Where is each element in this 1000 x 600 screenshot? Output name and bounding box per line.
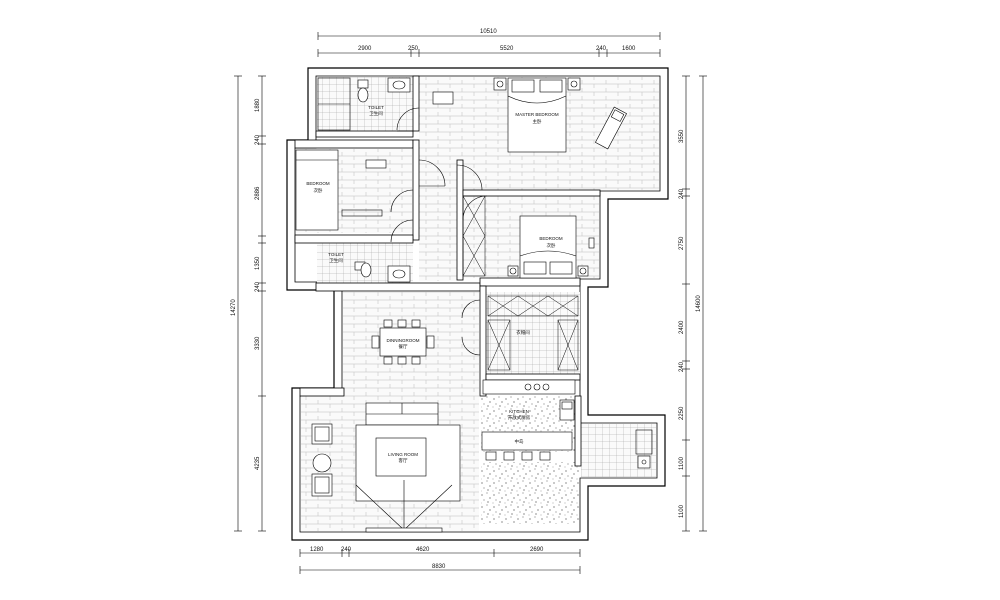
master-bed	[432, 77, 581, 153]
dim-right-3: 2750	[679, 236, 685, 250]
label-bedroom-right-en: BEDROOM	[539, 236, 563, 241]
label-master-en: MASTER BEDROOM	[515, 112, 559, 117]
label-living-en: LIVING ROOM	[388, 452, 418, 457]
label-toilet-top-zh: 卫生间	[369, 110, 383, 117]
balcony-right-floor	[581, 424, 656, 477]
corridor-floor	[419, 131, 457, 281]
label-master-zh: 主卧	[533, 118, 542, 125]
dim-right-2: 240	[679, 188, 685, 199]
wardrobe-master	[462, 195, 486, 277]
label-bedroom-right-zh: 次卧	[547, 242, 556, 249]
dim-top-2: 250	[408, 46, 419, 52]
dim-top-3: 5520	[500, 46, 514, 52]
label-bedroom-left-zh: 次卧	[314, 187, 323, 194]
label-island-zh: 中岛	[515, 438, 524, 445]
dim-bottom-total: 8830	[432, 564, 446, 570]
dim-left-4: 1350	[255, 256, 261, 270]
label-toilet-top-en: TOILET	[368, 105, 384, 110]
dim-bottom-1: 1280	[310, 547, 324, 553]
dim-bottom-3: 4620	[416, 547, 430, 553]
label-toilet-mid-zh: 卫生间	[329, 257, 343, 264]
label-cloakroom-zh: 衣帽间	[516, 329, 530, 336]
dim-top-5: 1600	[622, 46, 636, 52]
balcony-kitchen-floor	[481, 462, 579, 524]
interior-outline	[294, 75, 661, 533]
dim-top-4: 240	[596, 46, 607, 52]
dim-left-3: 2886	[255, 186, 261, 200]
label-living-zh: 客厅	[399, 457, 408, 464]
cloakroom-floor	[486, 292, 580, 374]
dim-left-5: 240	[255, 281, 261, 292]
label-kitchen-en: KITCHEN	[509, 409, 529, 414]
kitchen-counter	[481, 379, 576, 461]
cloakroom-cabinets	[487, 295, 579, 371]
label-dining-zh: 餐厅	[399, 343, 408, 350]
dim-left-total: 14270	[231, 299, 237, 316]
dim-left-2: 240	[255, 134, 261, 145]
dim-top-total: 10510	[480, 29, 497, 35]
dimension-texts: 10510 2900 250 5520 240 1600 1280 240 46…	[231, 29, 702, 570]
toilet-mid-fixtures	[354, 261, 411, 283]
dim-bottom-4: 2690	[530, 547, 544, 553]
dim-right-6: 2250	[679, 406, 685, 420]
master-chaise	[595, 106, 627, 150]
toilet-top-fixtures	[317, 77, 411, 131]
dim-right-1: 3550	[679, 129, 685, 143]
balcony-sink	[635, 429, 653, 469]
room-labels: TOILET 卫生间 MASTER BEDROOM 主卧 BEDROOM 次卧 …	[306, 105, 563, 464]
dim-right-7: 1100	[679, 456, 685, 470]
label-kitchen-zh: 开放式厨房	[508, 414, 531, 421]
doors	[390, 107, 488, 356]
dim-right-8: 1100	[679, 504, 685, 518]
label-dining-en: DINNINGROOM	[387, 338, 420, 343]
label-toilet-mid-en: TOILET	[328, 252, 344, 257]
interior-walls	[294, 75, 601, 467]
dim-left-1: 1880	[255, 98, 261, 112]
label-bedroom-left-en: BEDROOM	[306, 181, 330, 186]
dim-right-4: 2400	[679, 320, 685, 334]
dim-left-7: 4235	[255, 456, 261, 470]
dimension-lines	[234, 32, 707, 574]
dining-table	[371, 319, 435, 365]
dim-left-6: 3330	[255, 336, 261, 350]
dim-bottom-2: 240	[341, 547, 352, 553]
living-furniture	[311, 402, 461, 533]
dim-right-total: 14600	[696, 295, 702, 312]
bedroom-right-furniture	[507, 215, 595, 279]
dim-top-1: 2900	[358, 46, 372, 52]
bedroom-left-furniture	[295, 149, 387, 231]
dim-right-5: 240	[679, 361, 685, 372]
